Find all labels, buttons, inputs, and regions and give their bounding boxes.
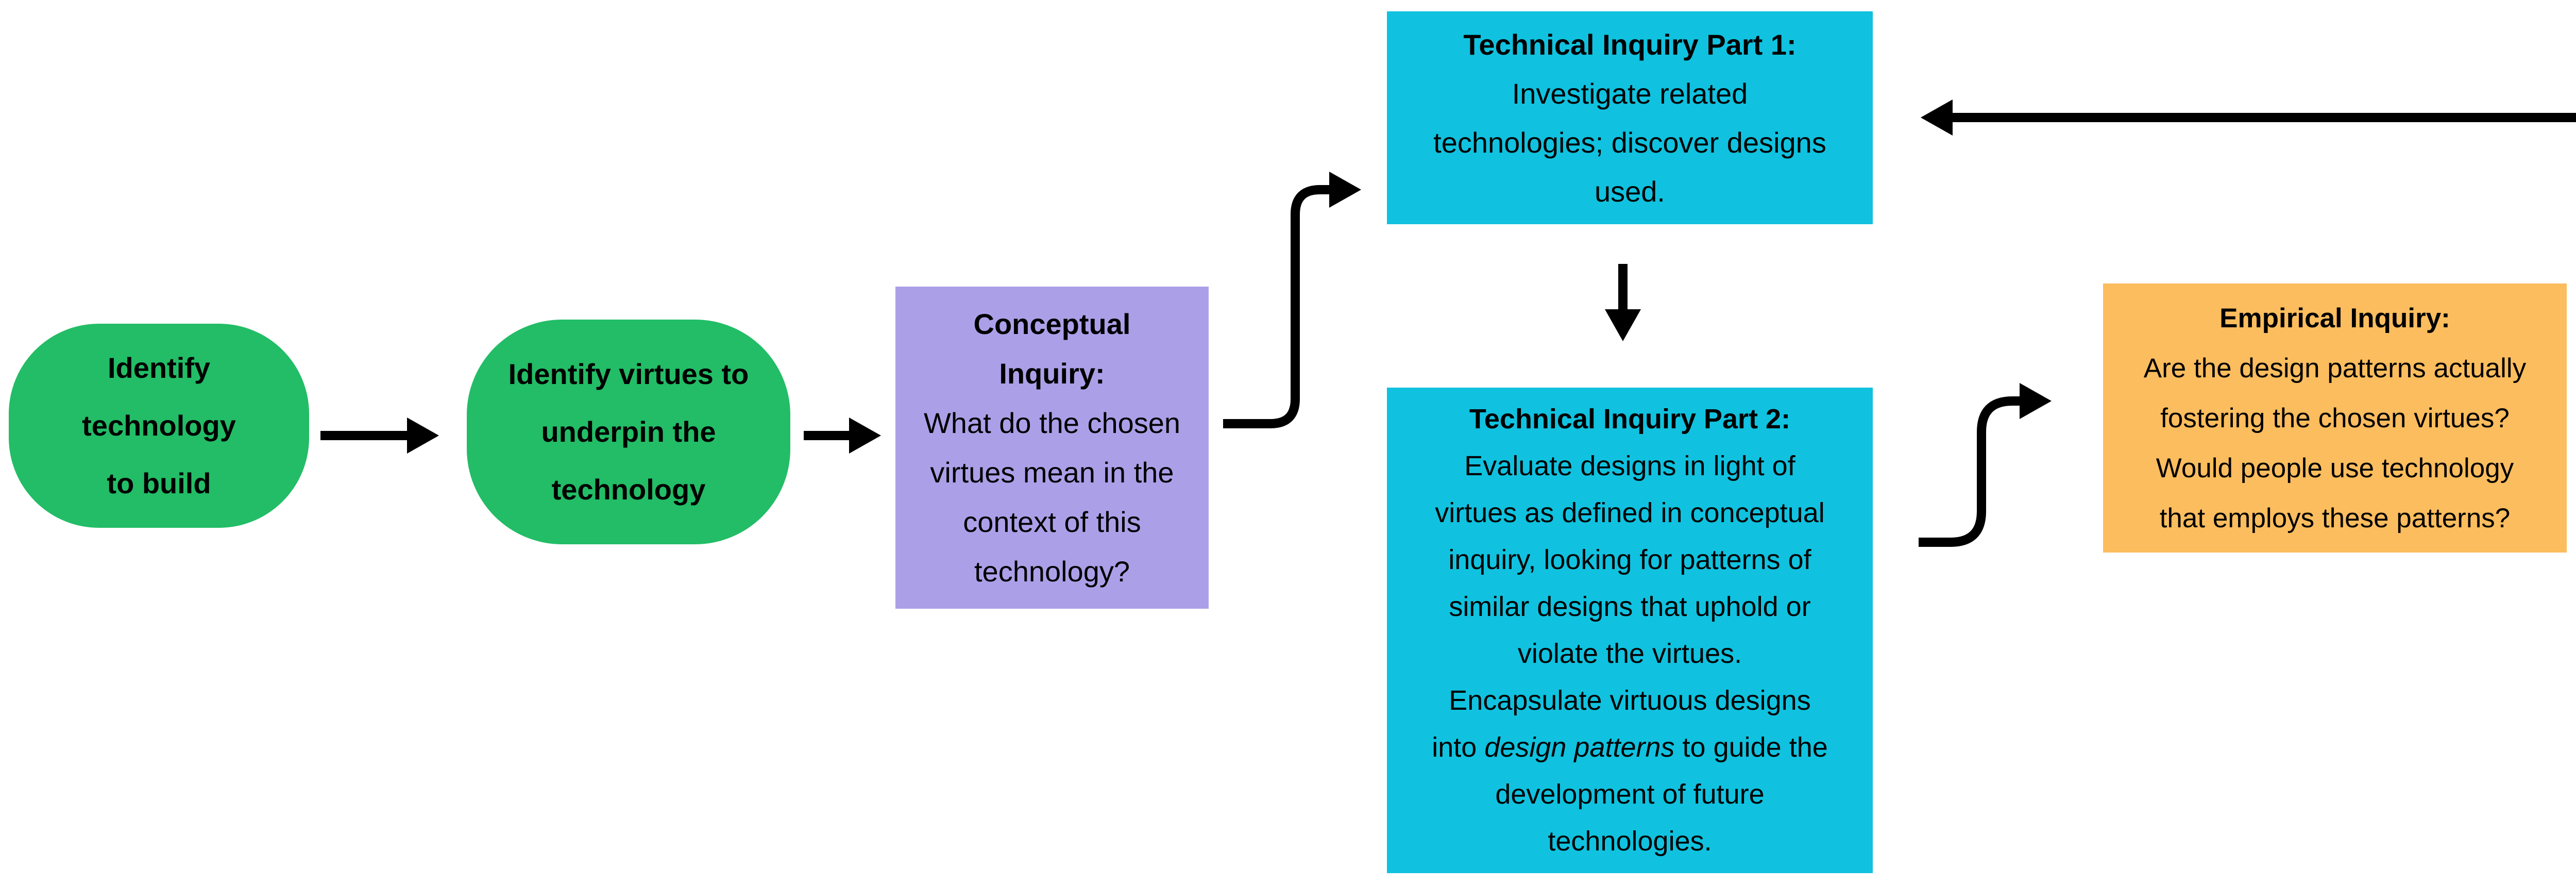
node-title-line: Technical Inquiry Part 1: (1463, 28, 1797, 61)
node-title-line: Empirical Inquiry: (2219, 303, 2450, 333)
arrowhead-conceptual-to-technical1 (1329, 172, 1361, 208)
text-line: Would people use technology (2156, 453, 2514, 483)
arrowhead-technical2-to-empirical (2020, 383, 2052, 419)
arrowhead-identify-to-virtues (407, 418, 439, 454)
text-segment: into (1432, 732, 1485, 763)
arrow-technical2-to-empirical (1919, 396, 2020, 547)
text-line: technologies; discover designs (1433, 126, 1826, 159)
text-line: violate the virtues. (1517, 638, 1742, 669)
text-line: virtues as defined in conceptual (1435, 497, 1825, 528)
text-segment-italic: design patterns (1484, 732, 1675, 763)
node-technical-inquiry-1: Technical Inquiry Part 1: Investigate re… (1387, 11, 1873, 224)
arrowhead-virtues-to-conceptual (849, 418, 881, 454)
text-line-with-italic: into design patterns to guide the (1432, 724, 1828, 771)
text-line: Investigate related (1512, 77, 1748, 110)
text-line: technology (82, 409, 236, 442)
text-line: virtues mean in the (930, 456, 1174, 489)
text-line: used. (1595, 175, 1665, 208)
node-title-line: Inquiry: (999, 357, 1105, 390)
text-line: technology? (974, 555, 1130, 588)
node-identify-virtues: Identify virtues to underpin the technol… (467, 320, 790, 544)
text-line: Identify (107, 352, 211, 384)
node-title-line: Conceptual (973, 307, 1131, 340)
arrowhead-technical1-to-technical2 (1605, 309, 1641, 341)
text-line: technology (551, 473, 706, 506)
text-segment: to guide the (1674, 732, 1828, 763)
arrowhead-feedback-empirical-to-technical1 (1921, 99, 1953, 136)
text-line: What do the chosen (923, 406, 1181, 439)
text-line: Encapsulate virtuous designs (1449, 685, 1811, 716)
text-line: that employs these patterns? (2159, 503, 2511, 533)
node-identify-technology: Identify technology to build (9, 324, 309, 528)
text-line: Are the design patterns actually (2143, 353, 2527, 383)
node-title-line: Technical Inquiry Part 2: (1469, 404, 1791, 435)
text-line: inquiry, looking for patterns of (1448, 544, 1811, 575)
text-line: technologies. (1548, 826, 1712, 857)
node-empirical-inquiry: Empirical Inquiry: Are the design patter… (2103, 283, 2567, 553)
text-line: context of this (963, 505, 1141, 538)
text-line: similar designs that uphold or (1449, 591, 1811, 622)
text-line: Evaluate designs in light of (1464, 450, 1795, 481)
text-line: development of future (1495, 779, 1765, 810)
arrow-conceptual-to-technical1 (1223, 185, 1329, 428)
text-line: fostering the chosen virtues? (2160, 403, 2510, 433)
node-technical-inquiry-2: Technical Inquiry Part 2: Evaluate desig… (1387, 388, 1873, 873)
text-line: underpin the (541, 415, 716, 448)
text-line: to build (107, 467, 211, 499)
node-conceptual-inquiry: Conceptual Inquiry: What do the chosen v… (895, 287, 1209, 609)
text-line: Identify virtues to (508, 358, 749, 390)
